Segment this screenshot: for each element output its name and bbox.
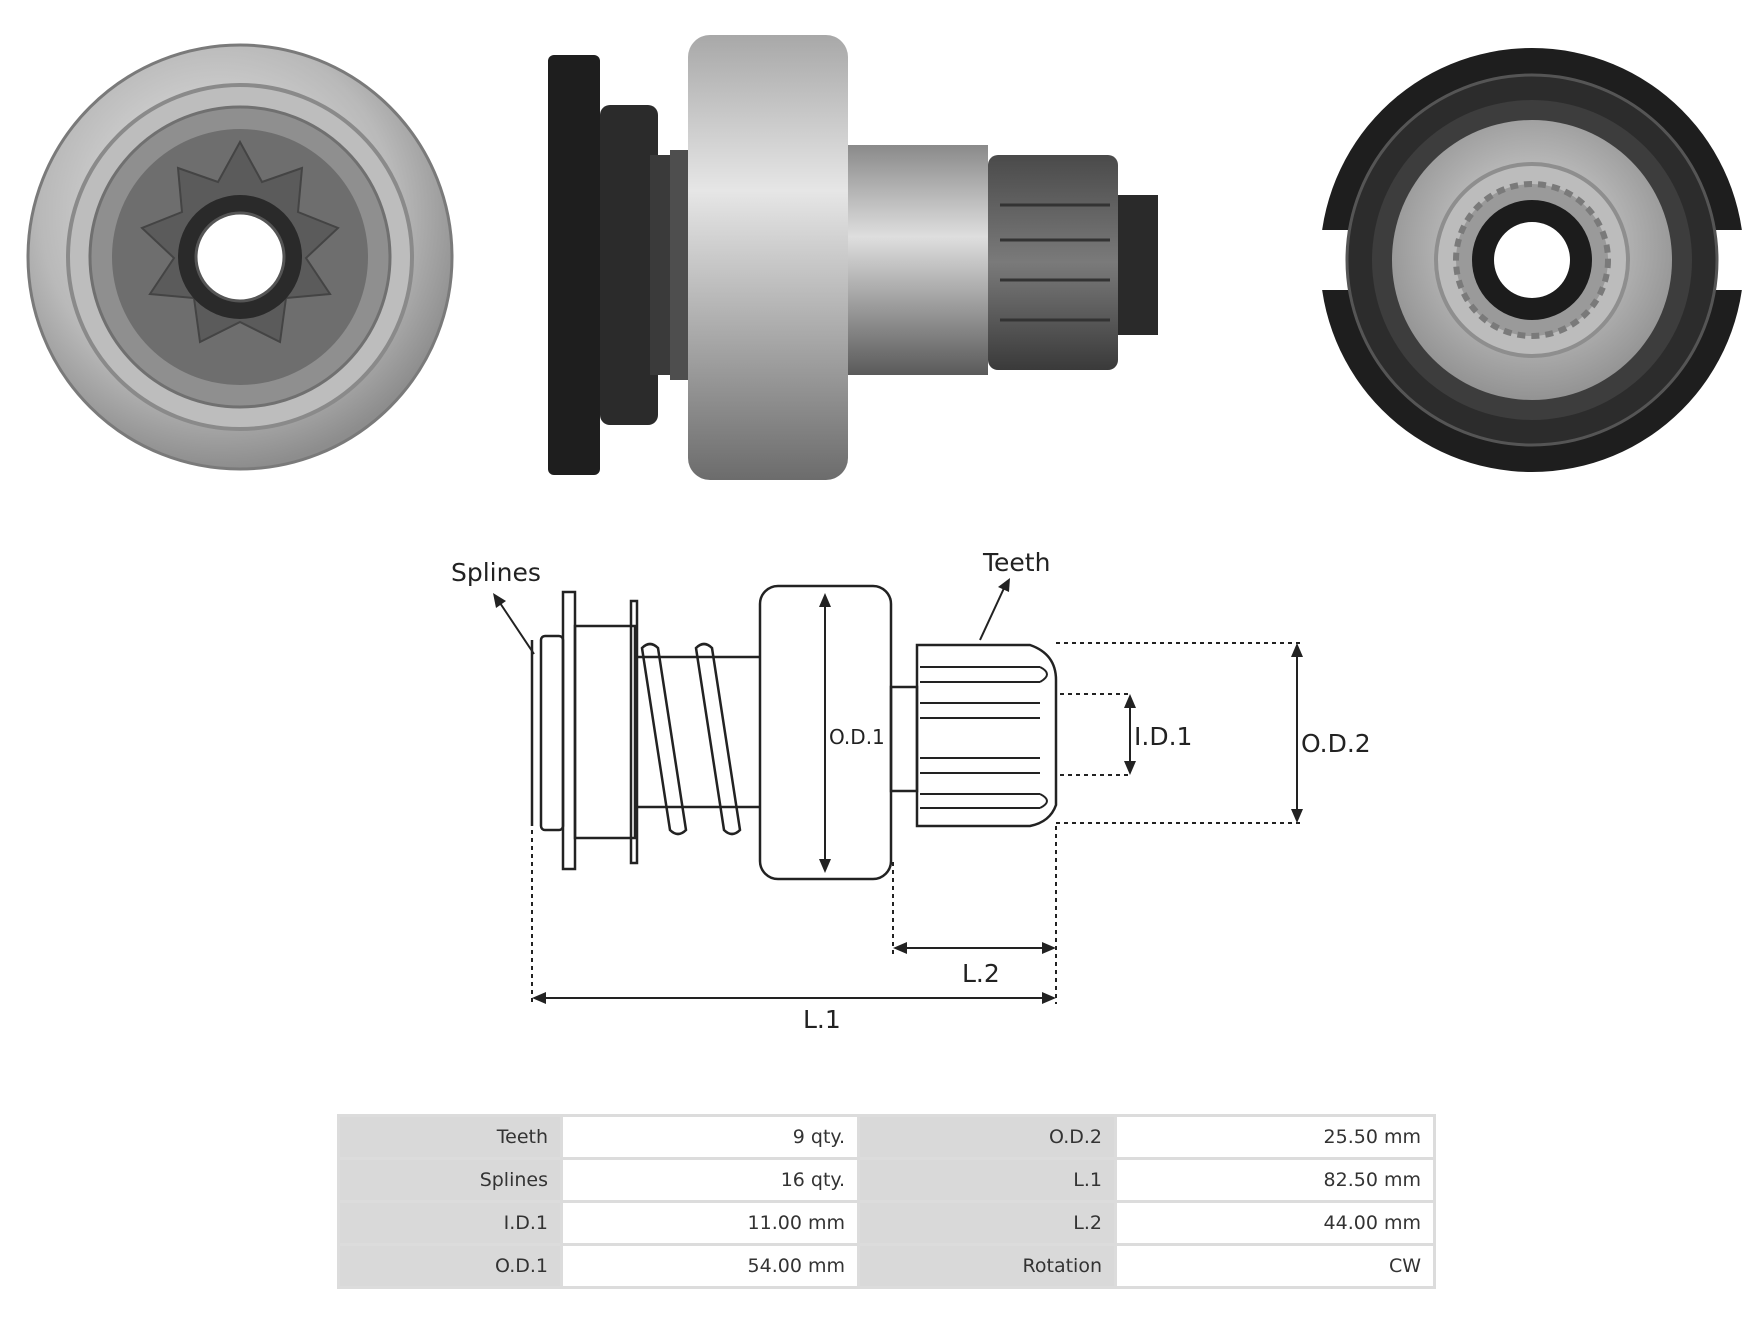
table-row: I.D.1 11.00 mm L.2 44.00 mm: [340, 1203, 1433, 1243]
spec-label: O.D.2: [860, 1117, 1114, 1157]
spec-value: 54.00 mm: [563, 1246, 857, 1286]
od2-label: O.D.2: [1301, 729, 1371, 758]
teeth-label: Teeth: [982, 548, 1050, 577]
spec-label: Rotation: [860, 1246, 1114, 1286]
spec-label: O.D.1: [340, 1246, 560, 1286]
spec-label: L.1: [860, 1160, 1114, 1200]
table-row: O.D.1 54.00 mm Rotation CW: [340, 1246, 1433, 1286]
table-row: Teeth 9 qty. O.D.2 25.50 mm: [340, 1117, 1433, 1157]
spec-value: 44.00 mm: [1117, 1203, 1433, 1243]
spec-table-body: Teeth 9 qty. O.D.2 25.50 mm Splines 16 q…: [340, 1117, 1433, 1286]
spec-label: I.D.1: [340, 1203, 560, 1243]
dimension-diagram: Splines Teeth O.D.1 I.D.1 O.D.2 L.2 L.1: [451, 548, 1371, 1034]
spec-label: Teeth: [340, 1117, 560, 1157]
id1-label: I.D.1: [1134, 722, 1192, 751]
od1-label: O.D.1: [829, 725, 885, 749]
splines-label: Splines: [451, 558, 541, 587]
spec-value: 16 qty.: [563, 1160, 857, 1200]
spec-value: 25.50 mm: [1117, 1117, 1433, 1157]
l2-label: L.2: [962, 959, 1000, 988]
rear-view-photo: [1312, 48, 1752, 472]
table-row: Splines 16 qty. L.1 82.50 mm: [340, 1160, 1433, 1200]
spec-value: 82.50 mm: [1117, 1160, 1433, 1200]
front-view-photo: [26, 43, 454, 471]
spec-value: 9 qty.: [563, 1117, 857, 1157]
side-view-photo: [548, 35, 1158, 480]
spec-value: CW: [1117, 1246, 1433, 1286]
spec-label: Splines: [340, 1160, 560, 1200]
spec-label: L.2: [860, 1203, 1114, 1243]
spec-table: Teeth 9 qty. O.D.2 25.50 mm Splines 16 q…: [337, 1114, 1436, 1289]
spec-value: 11.00 mm: [563, 1203, 857, 1243]
product-photos: [0, 0, 1752, 500]
l1-label: L.1: [803, 1005, 841, 1034]
